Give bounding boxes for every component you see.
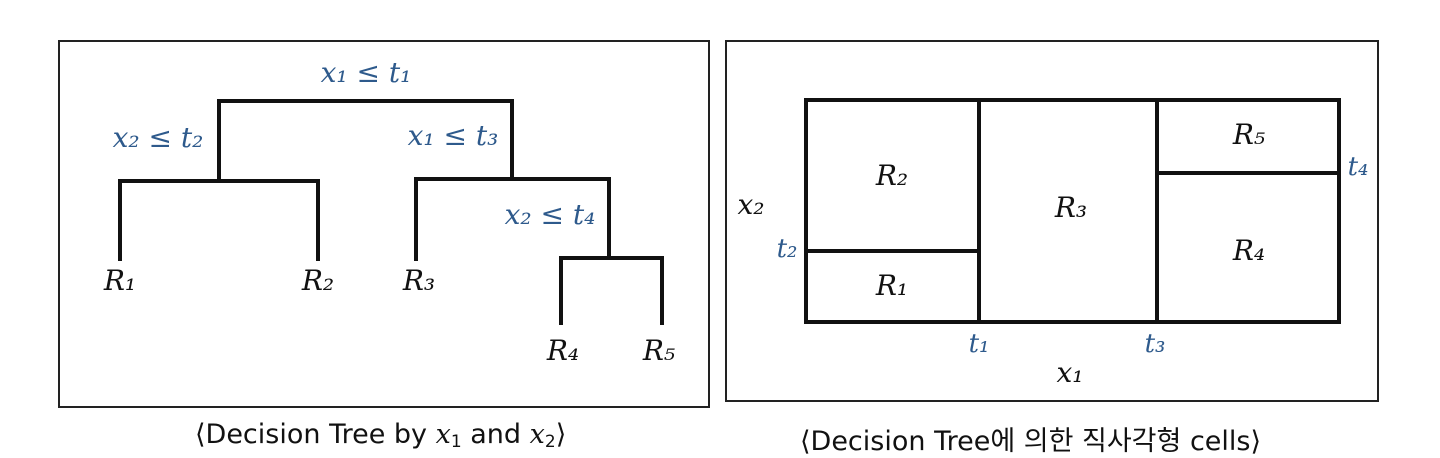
- condition-left: x₂ ≤ t₂: [113, 121, 204, 154]
- leaf-r5: R₅: [642, 334, 675, 367]
- threshold-t3: t₃: [1145, 329, 1166, 359]
- leaf-r3: R₃: [402, 264, 435, 297]
- leaf-r1: R₁: [103, 264, 136, 297]
- condition-right: x₁ ≤ t₃: [408, 119, 499, 152]
- tree-right-right-split: [559, 256, 664, 325]
- left-caption-prefix: ⟨Decision Tree by: [195, 419, 436, 450]
- left-panel-frame: [58, 40, 710, 408]
- tree-right-split: [414, 177, 611, 261]
- region-r5: R₅: [1232, 118, 1265, 151]
- left-caption-var1-sub: 1: [450, 432, 462, 452]
- leaf-r2: R₂: [301, 264, 334, 297]
- partition-lines: [804, 98, 1341, 324]
- tree-left-split: [118, 179, 320, 261]
- left-caption-var2-sub: 2: [544, 432, 556, 452]
- left-caption-var1: x: [435, 419, 451, 450]
- right-panel-frame: [725, 40, 1379, 402]
- left-caption-middle: and: [461, 419, 530, 450]
- left-caption-suffix: ⟩: [555, 419, 567, 450]
- tree-root-split: [217, 99, 514, 181]
- threshold-t2: t₂: [777, 234, 798, 264]
- threshold-t1: t₁: [969, 329, 990, 359]
- left-caption-var2: x: [529, 419, 545, 450]
- region-r4: R₄: [1232, 234, 1265, 267]
- right-caption: ⟨Decision Tree에 의한 직사각형 cells⟩: [800, 426, 1262, 457]
- leaf-r4: R₄: [546, 334, 579, 367]
- threshold-t4: t₄: [1348, 152, 1369, 182]
- left-caption: ⟨Decision Tree by x1 and x2⟩: [195, 419, 566, 452]
- feature-space-boundary: [804, 98, 1341, 324]
- axis-label-x1: x₁: [1056, 356, 1083, 389]
- tree-edges: [118, 99, 664, 325]
- condition-right-right: x₂ ≤ t₄: [505, 198, 596, 231]
- axis-label-x2: x₂: [737, 188, 764, 221]
- region-r2: R₂: [875, 159, 908, 192]
- region-r1: R₁: [875, 269, 908, 302]
- condition-root: x₁ ≤ t₁: [321, 56, 412, 89]
- region-r3: R₃: [1054, 191, 1087, 224]
